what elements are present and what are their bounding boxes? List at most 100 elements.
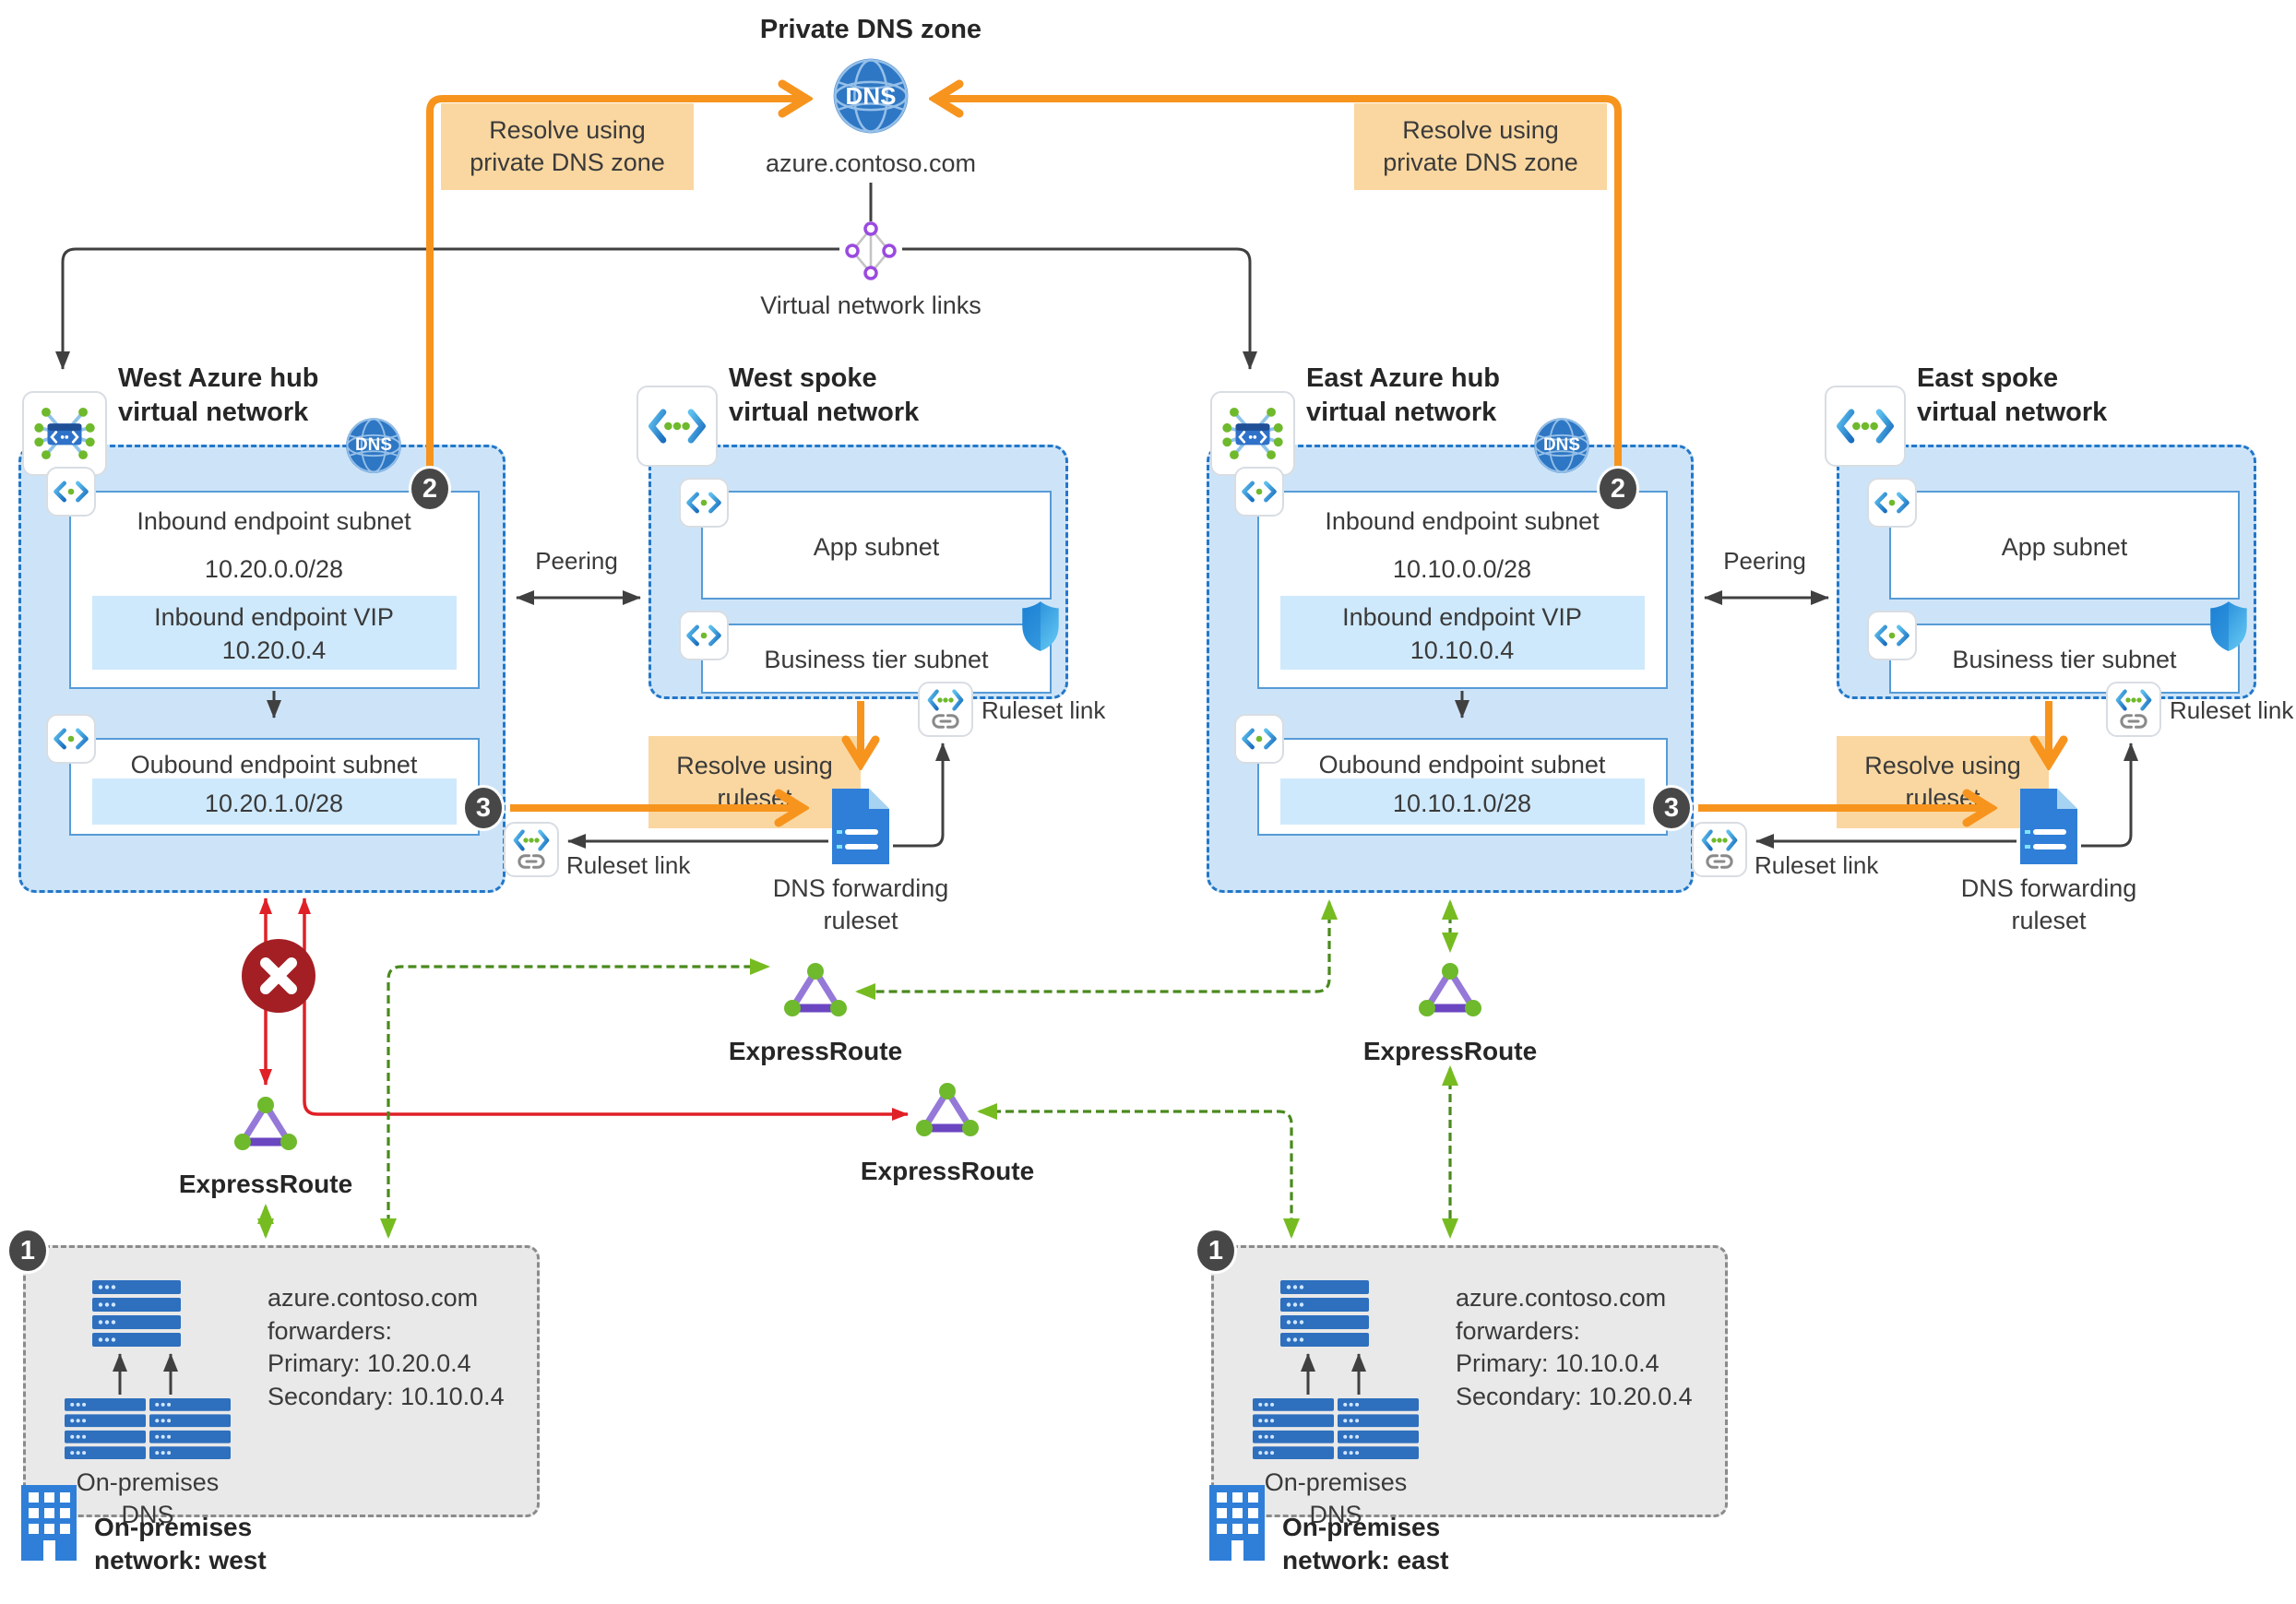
private-dns-zone-domain: azure.contoso.com — [765, 149, 977, 177]
subnet-icon — [1867, 478, 1917, 528]
east-vip-label: Inbound endpoint VIP — [1342, 603, 1582, 631]
west-spoke-title: West spoke virtual network — [729, 363, 920, 428]
dns-server-stack-icon — [1253, 1398, 1334, 1459]
virtual-network-links-label: Virtual network links — [760, 291, 981, 319]
expressroute-icon-mid2 — [912, 1081, 982, 1142]
west-business-subnet-box — [701, 624, 1052, 694]
dns-forwarding-ruleset-label-east: DNS forwarding ruleset — [1960, 874, 2137, 935]
callout-resolve-ruleset-west: Resolve using ruleset — [648, 736, 861, 828]
ruleset-link-icon-east-hub — [1692, 822, 1747, 877]
onprem-forwarders-east: azure.contoso.com forwarders: Primary: 1… — [1456, 1284, 1693, 1410]
west-outbound-cidr: 10.20.1.0/28 — [204, 790, 344, 817]
arrow-vnetlinks-to-west-hub — [55, 247, 839, 370]
ruleset-link-label-east-spoke: Ruleset link — [2170, 696, 2294, 724]
ruleset-link-label-west-hub: Ruleset link — [566, 851, 691, 879]
west-outbound-title: Oubound endpoint subnet — [130, 751, 418, 778]
east-app-subnet-label: App subnet — [2001, 533, 2128, 561]
step-2-badge-west: 2 — [409, 466, 451, 512]
east-inbound-vip-box — [1280, 596, 1645, 670]
subnet-icon — [679, 478, 729, 528]
dns-private-resolver-vnet-icon-east — [1210, 391, 1295, 476]
west-vip-ip: 10.20.0.4 — [221, 636, 327, 664]
onprem-dns-label-east: On-premises DNS — [1264, 1468, 1408, 1529]
arrow-green-onprem-west-to-er-mid — [380, 958, 770, 1239]
ruleset-link-icon-west-spoke — [918, 682, 973, 737]
subnet-icon — [679, 611, 729, 660]
building-icon-west — [18, 1483, 79, 1562]
virtual-network-icon-west-spoke — [636, 386, 718, 467]
west-business-subnet-label: Business tier subnet — [764, 646, 989, 673]
onprem-network-label-east: On-premises network: east — [1282, 1513, 1449, 1575]
onprem-dns-label-west: On-premises DNS — [76, 1468, 220, 1529]
expressroute-icon-mid — [780, 961, 851, 1022]
west-hub-title: West Azure hub virtual network — [118, 363, 319, 428]
firewall-shield-icon-east — [2207, 600, 2250, 653]
callout-resolve-private-west: Resolve using private DNS zone — [441, 103, 694, 190]
dns-server-stack-icon — [1280, 1280, 1369, 1347]
step-2-badge-east: 2 — [1597, 466, 1639, 512]
dns-server-stack-icon — [149, 1398, 231, 1459]
east-inbound-title: Inbound endpoint subnet — [1325, 507, 1600, 535]
east-hub-dns-badge: DNS — [1533, 417, 1590, 474]
building-icon-east — [1207, 1483, 1267, 1562]
west-inbound-vip-box — [92, 596, 457, 670]
dns-icon-text: DNS — [1542, 435, 1581, 455]
virtual-network-links-icon — [843, 221, 898, 280]
firewall-shield-icon-west — [1019, 600, 1062, 653]
dns-server-stack-icon — [92, 1280, 181, 1347]
error-x-icon — [240, 937, 317, 1015]
callout-resolve-private-east: Resolve using private DNS zone — [1354, 103, 1607, 190]
expressroute-label-mid: ExpressRoute — [728, 1037, 903, 1065]
west-vip-label: Inbound endpoint VIP — [154, 603, 394, 631]
east-outbound-cidr: 10.10.1.0/28 — [1392, 790, 1532, 817]
east-inbound-cidr: 10.10.0.0/28 — [1392, 555, 1532, 583]
dns-forwarding-ruleset-label-west: DNS forwarding ruleset — [772, 874, 949, 935]
west-inbound-cidr: 10.20.0.0/28 — [204, 555, 344, 583]
subnet-icon — [1234, 714, 1284, 764]
subnet-icon — [1867, 611, 1917, 660]
west-hub-dns-badge: DNS — [345, 417, 402, 474]
dns-forwarding-ruleset-icon-east — [2018, 787, 2079, 866]
expressroute-icon-west — [231, 1095, 301, 1156]
west-app-subnet-box — [701, 491, 1052, 600]
east-vip-ip: 10.10.0.4 — [1410, 636, 1515, 664]
dns-server-stack-icon — [65, 1398, 146, 1459]
arrow-doc-to-spoke-ruleset-link-east — [2081, 743, 2138, 848]
expressroute-label-east: ExpressRoute — [1362, 1037, 1538, 1065]
west-outbound-cidr-box — [92, 778, 457, 825]
subnet-icon — [46, 467, 96, 517]
step-1-badge-east: 1 — [1195, 1228, 1237, 1274]
dns-server-stack-icon — [1338, 1398, 1419, 1459]
east-hub-title: East Azure hub virtual network — [1306, 363, 1501, 428]
arrow-doc-to-spoke-ruleset-link-west — [893, 743, 950, 848]
ruleset-link-label-west-spoke: Ruleset link — [981, 696, 1106, 724]
subnet-icon — [1234, 467, 1284, 517]
east-business-subnet-box — [1889, 624, 2240, 694]
subnet-icon — [46, 714, 96, 764]
ruleset-link-label-east-hub: Ruleset link — [1755, 851, 1879, 879]
east-outbound-title: Oubound endpoint subnet — [1318, 751, 1606, 778]
dns-icon-text: DNS — [354, 435, 393, 455]
onprem-forwarders-west: azure.contoso.com forwarders: Primary: 1… — [268, 1284, 505, 1410]
ruleset-link-icon-west-hub — [504, 822, 559, 877]
step-3-badge-west: 3 — [462, 785, 505, 831]
east-business-subnet-label: Business tier subnet — [1952, 646, 2177, 673]
ruleset-link-icon-east-spoke — [2106, 682, 2161, 737]
east-outbound-cidr-box — [1280, 778, 1645, 825]
dns-private-resolver-vnet-icon-west — [22, 391, 107, 476]
expressroute-icon-east — [1415, 961, 1485, 1022]
expressroute-label-west: ExpressRoute — [178, 1170, 353, 1198]
peering-label-east: Peering — [1723, 547, 1806, 575]
private-dns-zone-icon: DNS — [832, 57, 910, 135]
east-app-subnet-box — [1889, 491, 2240, 600]
west-inbound-title: Inbound endpoint subnet — [137, 507, 411, 535]
expressroute-label-mid2: ExpressRoute — [860, 1157, 1035, 1185]
private-dns-zone-title: Private DNS zone — [759, 15, 982, 44]
virtual-network-icon-east-spoke — [1825, 386, 1906, 467]
west-app-subnet-label: App subnet — [813, 533, 940, 561]
peering-label-west: Peering — [535, 547, 618, 575]
east-spoke-title: East spoke virtual network — [1917, 363, 2108, 428]
onprem-network-label-west: On-premises network: west — [94, 1513, 267, 1575]
step-1-badge-west: 1 — [6, 1228, 49, 1274]
